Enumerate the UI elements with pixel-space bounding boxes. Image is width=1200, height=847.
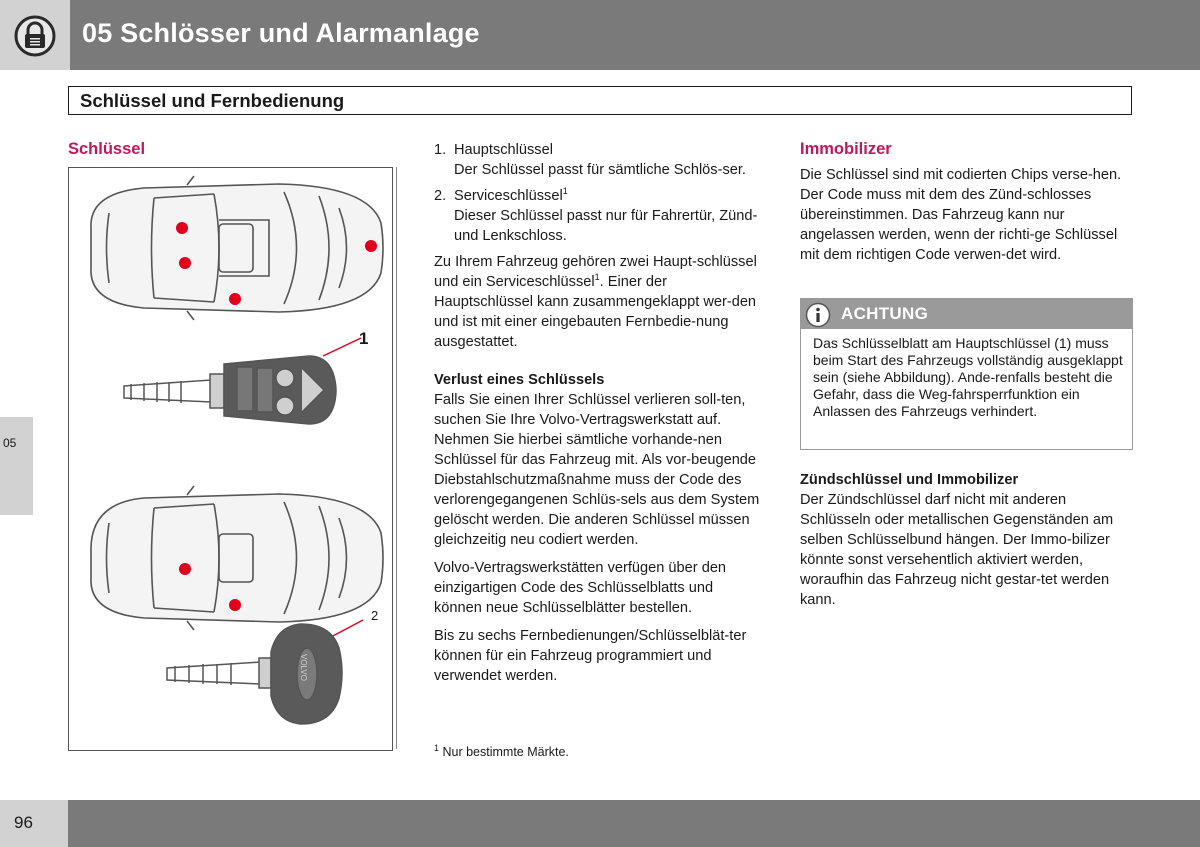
list-item-hauptschluessel: 1. Hauptschlüssel Der Schlüssel passt fü… (434, 142, 746, 178)
page-number-box: 96 (0, 800, 68, 847)
chapter-title: 05 Schlösser und Alarmanlage (82, 18, 480, 48)
heading-immobilizer: Immobilizer (800, 140, 892, 158)
callout-line-1 (322, 337, 362, 357)
right-column-zuendschluessel: Zündschlüssel und Immobilizer Der Zündsc… (800, 470, 1132, 618)
list-item-serviceschluessel: 2. Serviceschlüssel1 Dieser Schlüssel pa… (434, 186, 758, 244)
info-icon (805, 302, 831, 328)
paragraph-zuendschluessel: Der Zündschlüssel darf nicht mit anderen… (800, 492, 1114, 608)
service-key (166, 623, 343, 725)
header-bar: 05 Schlösser und Alarmanlage (0, 0, 1200, 70)
footnote: 1 Nur bestimmte Märkte. (434, 742, 569, 759)
transponder-markers-car-2 (179, 563, 241, 611)
paragraph-key-count: Zu Ihrem Fahrzeug gehören zwei Haupt-sch… (434, 254, 757, 350)
warning-header: ACHTUNG (801, 299, 1132, 329)
remote-key (123, 355, 337, 425)
lock-icon (14, 15, 56, 57)
warning-label: ACHTUNG (841, 304, 929, 323)
callout-line-2 (328, 619, 364, 639)
chapter-side-tab-label: 05 (3, 436, 17, 450)
callout-label-2: 2 (371, 608, 378, 623)
page-number: 96 (14, 813, 33, 832)
callout-label-1: 1 (359, 329, 368, 348)
key-brand-label: VOLVO (299, 654, 308, 681)
warning-box: ACHTUNG Das Schlüsselblatt am Hauptschlü… (800, 298, 1133, 450)
paragraph-fernbedienungen: Bis zu sechs Fernbedienungen/Schlüsselbl… (434, 628, 747, 684)
section-title: Schlüssel und Fernbedienung (80, 90, 345, 111)
paragraph-immobilizer: Die Schlüssel sind mit codierten Chips v… (800, 167, 1122, 263)
chapter-side-tab: 05 (0, 417, 33, 515)
car-top-view-1 (90, 175, 384, 321)
subheading-verlust: Verlust eines Schlüssels (434, 372, 605, 388)
key-illustration: 1 (68, 167, 393, 751)
illustration-divider (396, 167, 397, 749)
footer-bar: 96 (0, 800, 1200, 847)
chapter-icon-box (0, 0, 70, 70)
middle-column: 1. Hauptschlüssel Der Schlüssel passt fü… (434, 140, 764, 694)
car-top-view-2 (90, 485, 384, 631)
paragraph-verlust: Falls Sie einen Ihrer Schlüssel verliere… (434, 392, 760, 548)
subheading-zuendschluessel: Zündschlüssel und Immobilizer (800, 472, 1019, 488)
right-column-intro: Die Schlüssel sind mit codierten Chips v… (800, 165, 1132, 273)
transponder-markers-car-1 (176, 222, 377, 305)
warning-text: Das Schlüsselblatt am Hauptschlüssel (1)… (813, 335, 1123, 419)
paragraph-werkstaetten: Volvo-Vertragswerkstätten verfügen über … (434, 560, 727, 616)
heading-schluessel: Schlüssel (68, 140, 146, 158)
section-title-box: Schlüssel und Fernbedienung (68, 86, 1132, 115)
